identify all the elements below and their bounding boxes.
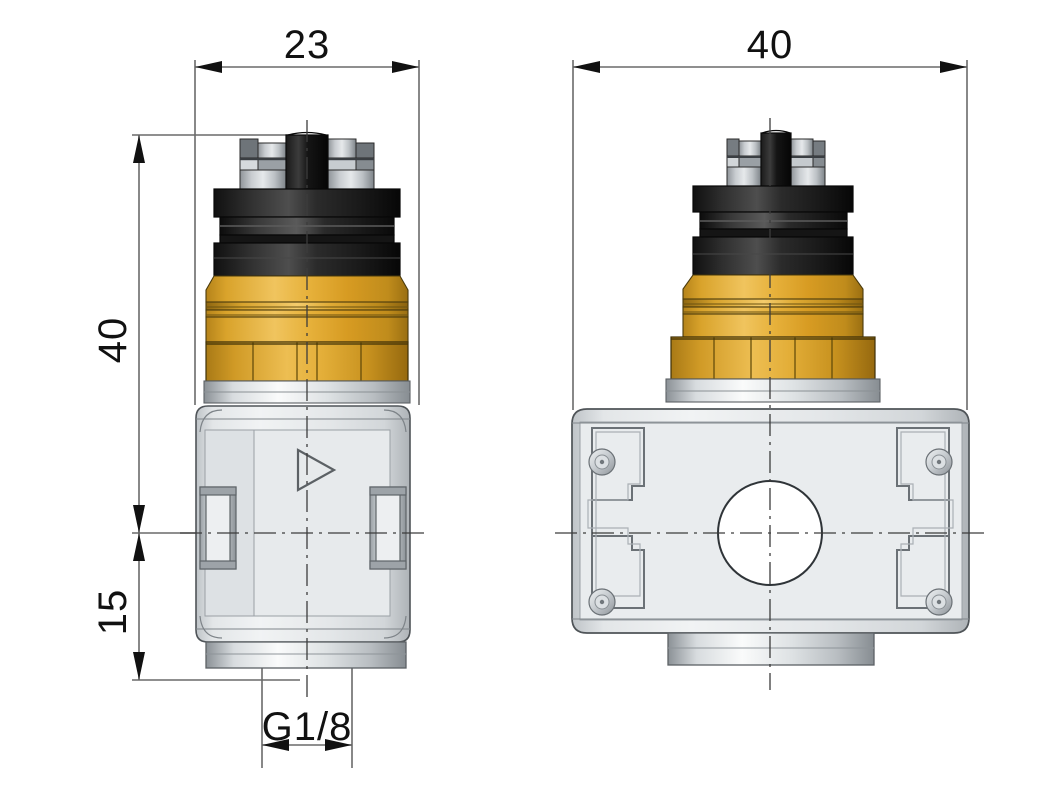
screw-top-right — [925, 448, 953, 476]
side-brass-taper — [682, 274, 864, 300]
side-locknut-right — [790, 138, 826, 188]
dimension-height-group: 40 15 — [91, 134, 300, 681]
front-port-right — [369, 486, 407, 570]
arrow-top-15 — [133, 533, 145, 561]
side-adjust-post-cap — [761, 129, 791, 134]
side-brass-mid — [682, 313, 864, 338]
front-locknut-right — [327, 138, 375, 191]
side-valve-body — [571, 408, 970, 634]
front-centerlines — [180, 120, 430, 700]
side-cap-flange — [692, 185, 854, 213]
dimension-width-40: 40 — [572, 23, 968, 410]
side-adjust-stem-assembly — [726, 129, 826, 188]
dim-label-40-top: 40 — [747, 23, 794, 67]
side-brass-ring-b — [682, 306, 864, 315]
arrow-bottom-40 — [133, 505, 145, 533]
arrow-bottom-15 — [133, 652, 145, 680]
arrow-left-23 — [195, 61, 222, 73]
screw-bottom-right — [925, 588, 953, 616]
side-bracket-right — [896, 427, 950, 609]
screw-top-left — [588, 448, 616, 476]
arrow-right-40 — [940, 61, 967, 73]
side-cap-body — [692, 236, 854, 276]
side-corner-screws — [588, 448, 953, 616]
side-steel-ring — [665, 378, 881, 403]
dimension-thread-g18: G1/8 — [261, 668, 353, 768]
arrow-left-g18 — [262, 739, 289, 751]
side-view — [555, 118, 990, 690]
arrow-top-40 — [133, 135, 145, 163]
front-bottom-thread-collar — [205, 641, 407, 669]
side-bracket-left — [591, 427, 645, 609]
front-view — [180, 120, 430, 700]
flow-direction-arrow-icon — [296, 448, 337, 492]
side-centerlines — [555, 118, 990, 690]
side-brass-collar — [682, 274, 864, 338]
side-cap-ring-2 — [699, 228, 848, 238]
dimension-layer: 23 40 15 40 — [91, 23, 968, 768]
dim-label-40-vertical: 40 — [91, 317, 135, 364]
arrow-left-40 — [573, 61, 600, 73]
front-locknut-left — [239, 138, 287, 191]
arrow-right-g18 — [325, 739, 352, 751]
side-bottom-collar — [667, 632, 875, 666]
side-brass-ring-a — [682, 298, 864, 308]
front-port-left — [199, 486, 237, 570]
side-bracket-right-inner — [900, 431, 954, 597]
dimension-width-23: 23 — [194, 23, 420, 405]
dim-label-15-vertical: 15 — [91, 589, 135, 636]
side-bracket-left-inner — [587, 431, 641, 597]
dim-label-g18: G1/8 — [262, 705, 353, 749]
side-black-cap — [692, 185, 854, 276]
arrow-right-23 — [392, 61, 419, 73]
side-adjust-post — [760, 132, 792, 188]
screw-bottom-left — [588, 588, 616, 616]
dim-label-23: 23 — [284, 23, 331, 67]
side-brass-hexnut — [670, 336, 876, 380]
front-valve-body — [195, 405, 411, 643]
side-locknut-left — [726, 138, 762, 188]
